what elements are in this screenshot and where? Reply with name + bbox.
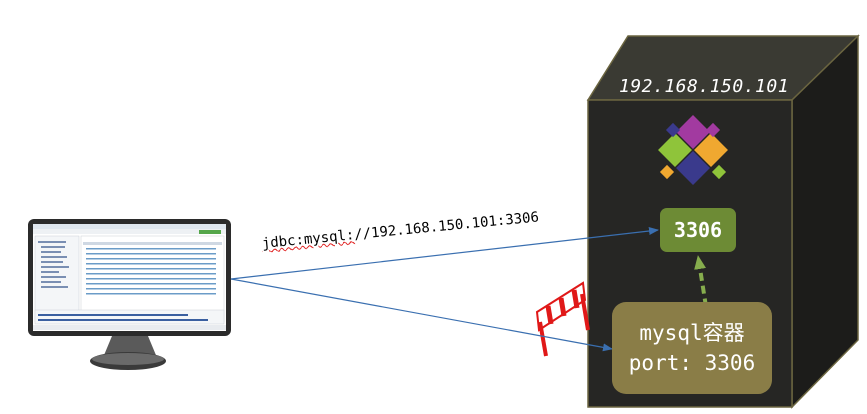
host-port-label: 3306 (673, 218, 723, 242)
mysql-container-box: mysql容器 port: 3306 (612, 302, 772, 394)
host-port-box: 3306 (660, 208, 736, 252)
firewall-barrier-icon (535, 281, 590, 357)
connection-arrow-to-container (230, 278, 613, 352)
server-ip-label: 192.168.150.101 (619, 76, 790, 97)
connection-arrow-to-host-port (230, 227, 659, 280)
container-name: mysql容器 (639, 321, 745, 345)
container-port: port: 3306 (628, 351, 756, 375)
monitor-icon (28, 219, 231, 370)
